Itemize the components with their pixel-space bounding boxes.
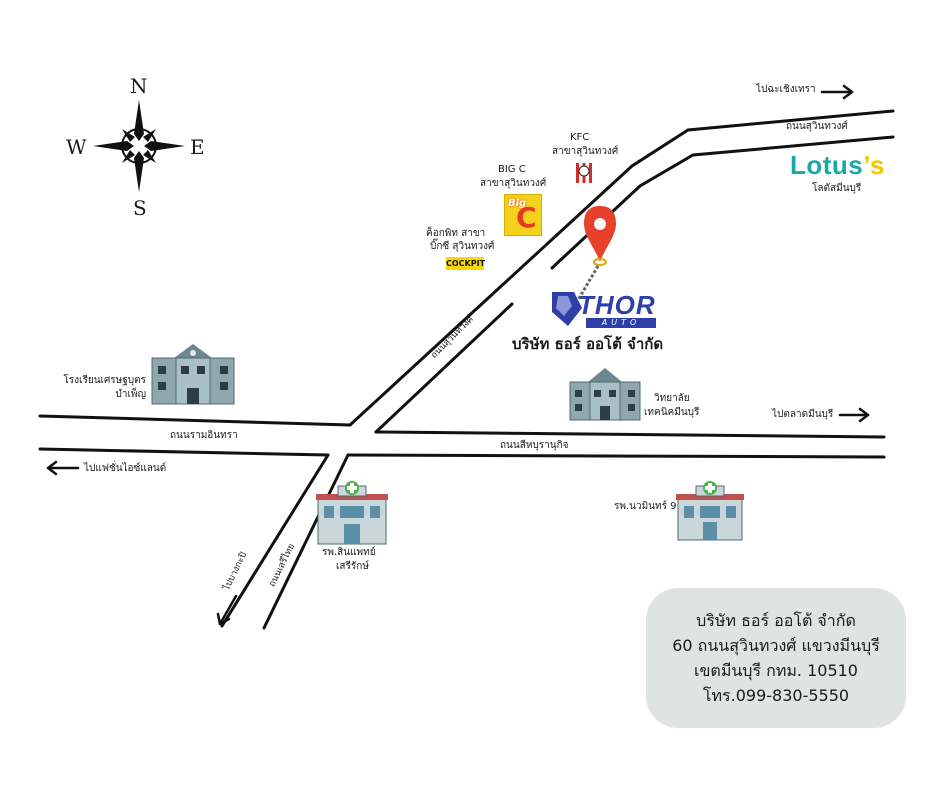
arrow-right-icon xyxy=(838,407,870,423)
cockpit-line1: ค็อกพิท สาขา xyxy=(426,228,486,239)
road-serithai xyxy=(262,453,350,630)
thor-logo-icon xyxy=(552,292,582,326)
bigc-name: BIG C xyxy=(498,164,526,175)
road-bangkapi xyxy=(220,453,330,628)
compass-west: W xyxy=(66,135,87,159)
bigc-logo-big: Big xyxy=(508,198,527,209)
cockpit-logo: COCKPIT xyxy=(446,257,486,270)
road-ramintra-upper xyxy=(38,414,352,427)
arrow-left-icon xyxy=(46,460,80,476)
kfc-branch: สาขาสุวินทวงศ์ xyxy=(552,146,619,157)
bigc-branch: สาขาสุวินทวงศ์ xyxy=(480,178,547,189)
compass-rose-icon xyxy=(93,100,185,192)
label-ramintra-road: ถนนรามอินทรา xyxy=(170,430,238,441)
arrow-right-icon xyxy=(820,84,854,100)
road-ramintra-lower xyxy=(38,447,330,457)
lotus-branch: โลตัสมีนบุรี xyxy=(812,183,862,194)
kfc-name: KFC xyxy=(570,132,590,143)
road-suwinthawong-upper xyxy=(348,109,895,427)
hospital1-name-line2: เสรีรักษ์ xyxy=(336,561,369,572)
lotus-logo-text: Lotus xyxy=(790,150,864,180)
thor-logo-subtext: AUTO xyxy=(586,318,656,328)
road-suwinthawong-lower xyxy=(374,302,514,434)
info-address-line: 60 ถนนสุวินทวงศ์ แขวงมีนบุรี xyxy=(672,636,880,655)
college-building-icon xyxy=(569,368,641,421)
hospital2-name: รพ.นวมินทร์ 9 xyxy=(614,501,677,512)
info-company-name: บริษัท ธอร์ ออโต้ จำกัด xyxy=(696,611,856,630)
compass-east: E xyxy=(190,135,205,159)
road-sihaburanukit-lower xyxy=(346,453,886,459)
hospital-building-icon xyxy=(316,481,388,545)
school-name-line1: โรงเรียนเศรษฐบุตร xyxy=(63,375,146,386)
info-phone: โทร.099-830-5550 xyxy=(702,686,850,705)
company-name: บริษัท ธอร์ ออโต้ จำกัด xyxy=(512,335,664,353)
address-info-box: บริษัท ธอร์ ออโต้ จำกัด 60 ถนนสุวินทวงศ์… xyxy=(646,588,906,728)
label-to-minburi-market: ไปตลาดมีนบุรี xyxy=(772,409,834,420)
label-to-chachoengsao: ไปฉะเชิงเทรา xyxy=(756,84,816,95)
compass-north: N xyxy=(130,74,148,98)
thor-logo-text: THOR xyxy=(578,290,656,320)
arrow-down-left-icon xyxy=(216,594,238,626)
school-building-icon xyxy=(151,344,235,405)
hospital1-name-line1: รพ.สินแพทย์ xyxy=(322,547,376,558)
college-name-line2: เทคนิคมีนบุรี xyxy=(644,407,700,418)
road-sihaburanukit-upper xyxy=(374,430,886,439)
location-pin-icon xyxy=(576,206,616,301)
cockpit-line2: บิ๊กซี สุวินทวงศ์ xyxy=(430,241,495,252)
hospital-building-icon xyxy=(676,481,744,541)
college-name-line1: วิทยาลัย xyxy=(654,393,690,404)
school-name-line2: บำเพ็ญ xyxy=(115,389,147,400)
lotus-logo-suffix: ’s xyxy=(863,150,885,180)
info-district-line: เขตมีนบุรี กทม. 10510 xyxy=(694,661,858,680)
compass-south: S xyxy=(133,196,147,220)
label-sihaburanukit-road: ถนนสีหบุรานุกิจ xyxy=(500,440,569,451)
bigc-logo-icon: Big C xyxy=(504,194,542,236)
label-to-fashion-island: ไปแฟชั่นไอซ์แลนด์ xyxy=(84,463,167,474)
lotus-logo: Lotus’s xyxy=(790,150,885,181)
kfc-logo-icon xyxy=(576,163,592,183)
label-suwinthawong-road: ถนนสุวินทวงศ์ xyxy=(786,121,848,132)
bigc-logo-c: C xyxy=(516,201,537,234)
